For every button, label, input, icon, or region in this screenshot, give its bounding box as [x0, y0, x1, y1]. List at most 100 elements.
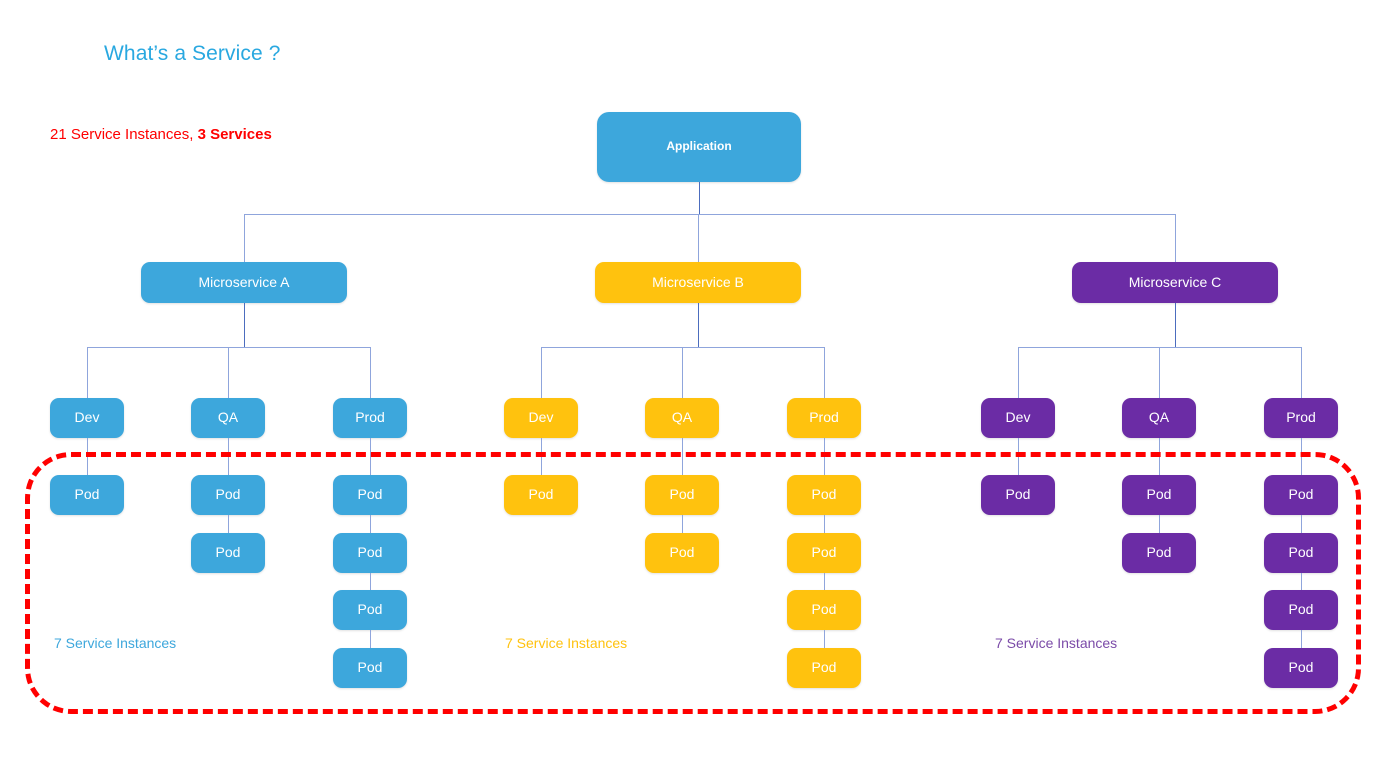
edge-envbus-to-environment-0-2	[369, 347, 371, 398]
edge-pod-link-2-2-3	[1300, 630, 1302, 648]
service-instances-caption-2: 7 Service Instances	[995, 635, 1118, 651]
pod-node[interactable]: Pod	[50, 475, 124, 515]
edge-envbus-to-environment-1-2	[823, 347, 825, 398]
environment-node-a-dev[interactable]: Dev	[50, 398, 124, 438]
pod-node[interactable]: Pod	[1264, 647, 1338, 688]
environment-label: Dev	[528, 409, 554, 426]
application-label: Application	[666, 139, 732, 154]
edge-envbus-to-environment-1-1	[681, 347, 683, 398]
pod-node[interactable]: Pod	[1264, 532, 1338, 573]
pod-node[interactable]: Pod	[981, 475, 1055, 515]
edge-pod-link-1-0-0	[540, 438, 542, 475]
edge-bus-to-microservice-2	[1174, 214, 1176, 262]
edge-pod-link-1-1-1	[681, 515, 683, 533]
pod-label: Pod	[1288, 486, 1314, 503]
pod-label: Pod	[1146, 543, 1172, 560]
environment-label: QA	[671, 409, 693, 426]
environment-label: Dev	[74, 409, 100, 426]
pod-label: Pod	[669, 543, 695, 560]
pod-node[interactable]: Pod	[787, 590, 861, 630]
edge-pod-link-1-2-0	[823, 438, 825, 475]
environment-node-c-prod[interactable]: Prod	[1264, 398, 1338, 438]
edge-pod-link-0-2-2	[369, 572, 371, 590]
edge-microservice-bus	[244, 214, 1175, 215]
edge-microservice-to-envbus-0	[243, 303, 245, 348]
pod-node[interactable]: Pod	[787, 647, 861, 688]
pod-label: Pod	[1146, 486, 1172, 503]
edge-bus-to-microservice-1	[697, 214, 699, 262]
pod-node[interactable]: Pod	[191, 475, 265, 515]
edge-environment-bus-2	[1018, 347, 1301, 348]
edge-envbus-to-environment-0-0	[86, 347, 88, 398]
pod-node[interactable]: Pod	[1122, 475, 1196, 515]
pod-node[interactable]: Pod	[333, 590, 407, 630]
pod-node[interactable]: Pod	[787, 475, 861, 515]
pod-node[interactable]: Pod	[1264, 475, 1338, 515]
edge-envbus-to-environment-2-2	[1300, 347, 1302, 398]
pod-node[interactable]: Pod	[1122, 532, 1196, 573]
environment-label: QA	[1148, 409, 1170, 426]
edge-pod-link-0-2-3	[369, 630, 371, 648]
environment-node-b-dev[interactable]: Dev	[504, 398, 578, 438]
pod-label: Pod	[215, 543, 241, 560]
pod-node[interactable]: Pod	[504, 475, 578, 515]
edge-pod-link-1-1-0	[681, 438, 683, 475]
pod-label: Pod	[811, 486, 837, 503]
environment-label: Prod	[355, 409, 385, 426]
microservice-node-2[interactable]: Microservice C	[1072, 262, 1278, 303]
pod-label: Pod	[1288, 543, 1314, 560]
service-instances-caption-1: 7 Service Instances	[505, 635, 628, 651]
environment-node-a-qa[interactable]: QA	[191, 398, 265, 438]
environment-node-b-qa[interactable]: QA	[645, 398, 719, 438]
edge-pod-link-0-0-0	[86, 438, 88, 475]
environment-node-c-qa[interactable]: QA	[1122, 398, 1196, 438]
microservice-label: Microservice A	[198, 273, 290, 290]
pod-label: Pod	[1288, 601, 1314, 618]
pod-label: Pod	[357, 601, 383, 618]
service-instances-caption-0: 7 Service Instances	[54, 635, 177, 651]
application-node[interactable]: Application	[597, 112, 801, 182]
edge-application-to-bus	[698, 182, 700, 215]
pod-node[interactable]: Pod	[645, 475, 719, 515]
microservice-node-0[interactable]: Microservice A	[141, 262, 347, 303]
pod-label: Pod	[669, 486, 695, 503]
environment-label: Prod	[1286, 409, 1316, 426]
pod-node[interactable]: Pod	[333, 532, 407, 573]
edge-bus-to-microservice-0	[243, 214, 245, 262]
pod-node[interactable]: Pod	[333, 475, 407, 515]
edge-environment-bus-0	[87, 347, 370, 348]
edge-environment-bus-1	[541, 347, 824, 348]
edge-envbus-to-environment-0-1	[227, 347, 229, 398]
environment-label: Prod	[809, 409, 839, 426]
pod-node[interactable]: Pod	[1264, 590, 1338, 630]
pod-label: Pod	[1288, 658, 1314, 675]
pod-node[interactable]: Pod	[787, 532, 861, 573]
pod-node[interactable]: Pod	[645, 532, 719, 573]
pod-label: Pod	[811, 658, 837, 675]
summary-emphasis: 3 Services	[197, 126, 272, 143]
pod-node[interactable]: Pod	[191, 532, 265, 573]
environment-node-a-prod[interactable]: Prod	[333, 398, 407, 438]
pod-label: Pod	[357, 658, 383, 675]
edge-pod-link-2-2-0	[1300, 438, 1302, 475]
pod-label: Pod	[528, 486, 554, 503]
microservice-node-1[interactable]: Microservice B	[595, 262, 801, 303]
microservice-label: Microservice C	[1128, 273, 1222, 290]
environment-label: Dev	[1005, 409, 1031, 426]
edge-envbus-to-environment-2-0	[1017, 347, 1019, 398]
summary-prefix: 21 Service Instances,	[50, 126, 198, 143]
pod-label: Pod	[215, 486, 241, 503]
edge-envbus-to-environment-1-0	[540, 347, 542, 398]
edge-pod-link-2-1-1	[1158, 515, 1160, 533]
pod-node[interactable]: Pod	[333, 647, 407, 688]
environment-label: QA	[217, 409, 239, 426]
edge-pod-link-1-2-2	[823, 572, 825, 590]
edge-pod-link-0-2-0	[369, 438, 371, 475]
edge-pod-link-2-2-1	[1300, 515, 1302, 533]
pod-label: Pod	[357, 486, 383, 503]
environment-node-c-dev[interactable]: Dev	[981, 398, 1055, 438]
edge-pod-link-2-0-0	[1017, 438, 1019, 475]
environment-node-b-prod[interactable]: Prod	[787, 398, 861, 438]
pod-label: Pod	[1005, 486, 1031, 503]
